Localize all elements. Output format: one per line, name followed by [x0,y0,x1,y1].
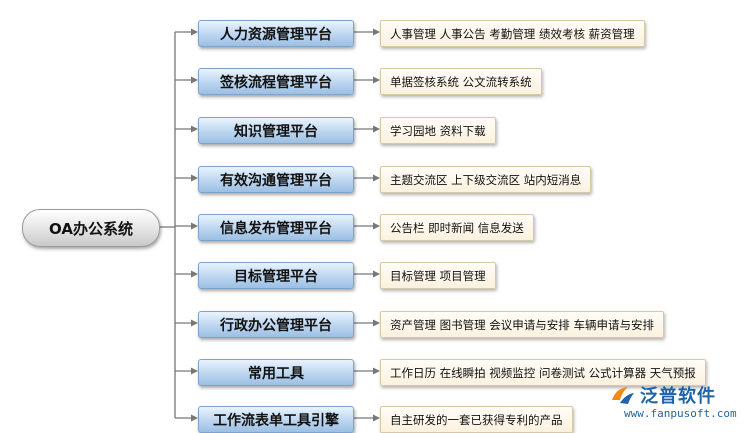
feature-arrow [373,76,380,84]
platform-label: 信息发布管理平台 [220,220,332,237]
root-label: OA办公系统 [49,219,133,238]
branch-arrow [191,174,198,182]
root-node: OA办公系统 [22,209,160,247]
platform-label: 目标管理平台 [234,268,318,285]
branch-arrow [191,270,198,278]
feature-arrow [373,28,380,36]
feature-box-goals: 目标管理 项目管理 [380,262,496,289]
platform-node-workflow: 工作流表单工具引擎 [198,406,354,433]
feature-box-communication: 主题交流区 上下级交流区 站内短消息 [380,166,592,193]
platform-label: 知识管理平台 [234,123,318,140]
feature-box-knowledge: 学习园地 资料下载 [380,117,496,144]
branch-arrow [191,414,198,422]
platform-label: 工作流表单工具引擎 [213,412,339,429]
watermark-name: 泛普软件 [640,386,716,407]
feature-list: 人事管理 人事公告 考勤管理 绩效考核 薪资管理 [390,26,635,41]
platform-node-approval: 签核流程管理平台 [198,68,354,95]
feature-box-tools: 工作日历 在线瞬拍 视频监控 问卷测试 公式计算器 天气预报 [380,359,706,386]
feature-box-hr: 人事管理 人事公告 考勤管理 绩效考核 薪资管理 [380,20,645,47]
platform-label: 行政办公管理平台 [220,317,332,334]
branch-arrow [191,125,198,133]
feature-arrow [373,319,380,327]
feature-arrow [373,270,380,278]
platform-node-admin: 行政办公管理平台 [198,311,354,338]
platform-label: 签核流程管理平台 [220,74,332,91]
feature-box-publishing: 公告栏 即时新闻 信息发送 [380,214,534,241]
feature-list: 学习园地 资料下载 [390,123,486,138]
platform-node-hr: 人力资源管理平台 [198,20,354,47]
feature-list: 公告栏 即时新闻 信息发送 [390,220,524,235]
platform-node-goals: 目标管理平台 [198,262,354,289]
feature-arrow [373,125,380,133]
branch-arrow [191,222,198,230]
platform-node-tools: 常用工具 [198,359,354,386]
platform-node-knowledge: 知识管理平台 [198,117,354,144]
branch-arrow [191,367,198,375]
branch-arrow [191,28,198,36]
feature-list: 单据签核系统 公文流转系统 [390,74,532,89]
feature-list: 目标管理 项目管理 [390,268,486,283]
platform-label: 有效沟通管理平台 [220,172,332,189]
feature-list: 主题交流区 上下级交流区 站内短消息 [390,172,582,187]
platform-label: 人力资源管理平台 [220,26,332,43]
feature-list: 资产管理 图书管理 会议申请与安排 车辆申请与安排 [390,317,654,332]
feature-arrow [373,174,380,182]
branch-arrow [191,76,198,84]
platform-node-communication: 有效沟通管理平台 [198,166,354,193]
feature-list: 自主研发的一套已获得专利的产品 [390,412,563,427]
watermark: 泛普软件 www.fanpusoft.com [600,380,740,424]
fanpu-logo-icon [612,387,634,404]
feature-arrow [373,367,380,375]
platform-label: 常用工具 [248,365,304,382]
feature-arrow [373,414,380,422]
feature-box-approval: 单据签核系统 公文流转系统 [380,68,542,95]
feature-box-workflow: 自主研发的一套已获得专利的产品 [380,406,573,433]
watermark-url: www.fanpusoft.com [624,407,737,420]
feature-list: 工作日历 在线瞬拍 视频监控 问卷测试 公式计算器 天气预报 [390,365,696,380]
feature-box-admin: 资产管理 图书管理 会议申请与安排 车辆申请与安排 [380,311,664,338]
platform-node-publishing: 信息发布管理平台 [198,214,354,241]
branch-arrow [191,319,198,327]
feature-arrow [373,222,380,230]
